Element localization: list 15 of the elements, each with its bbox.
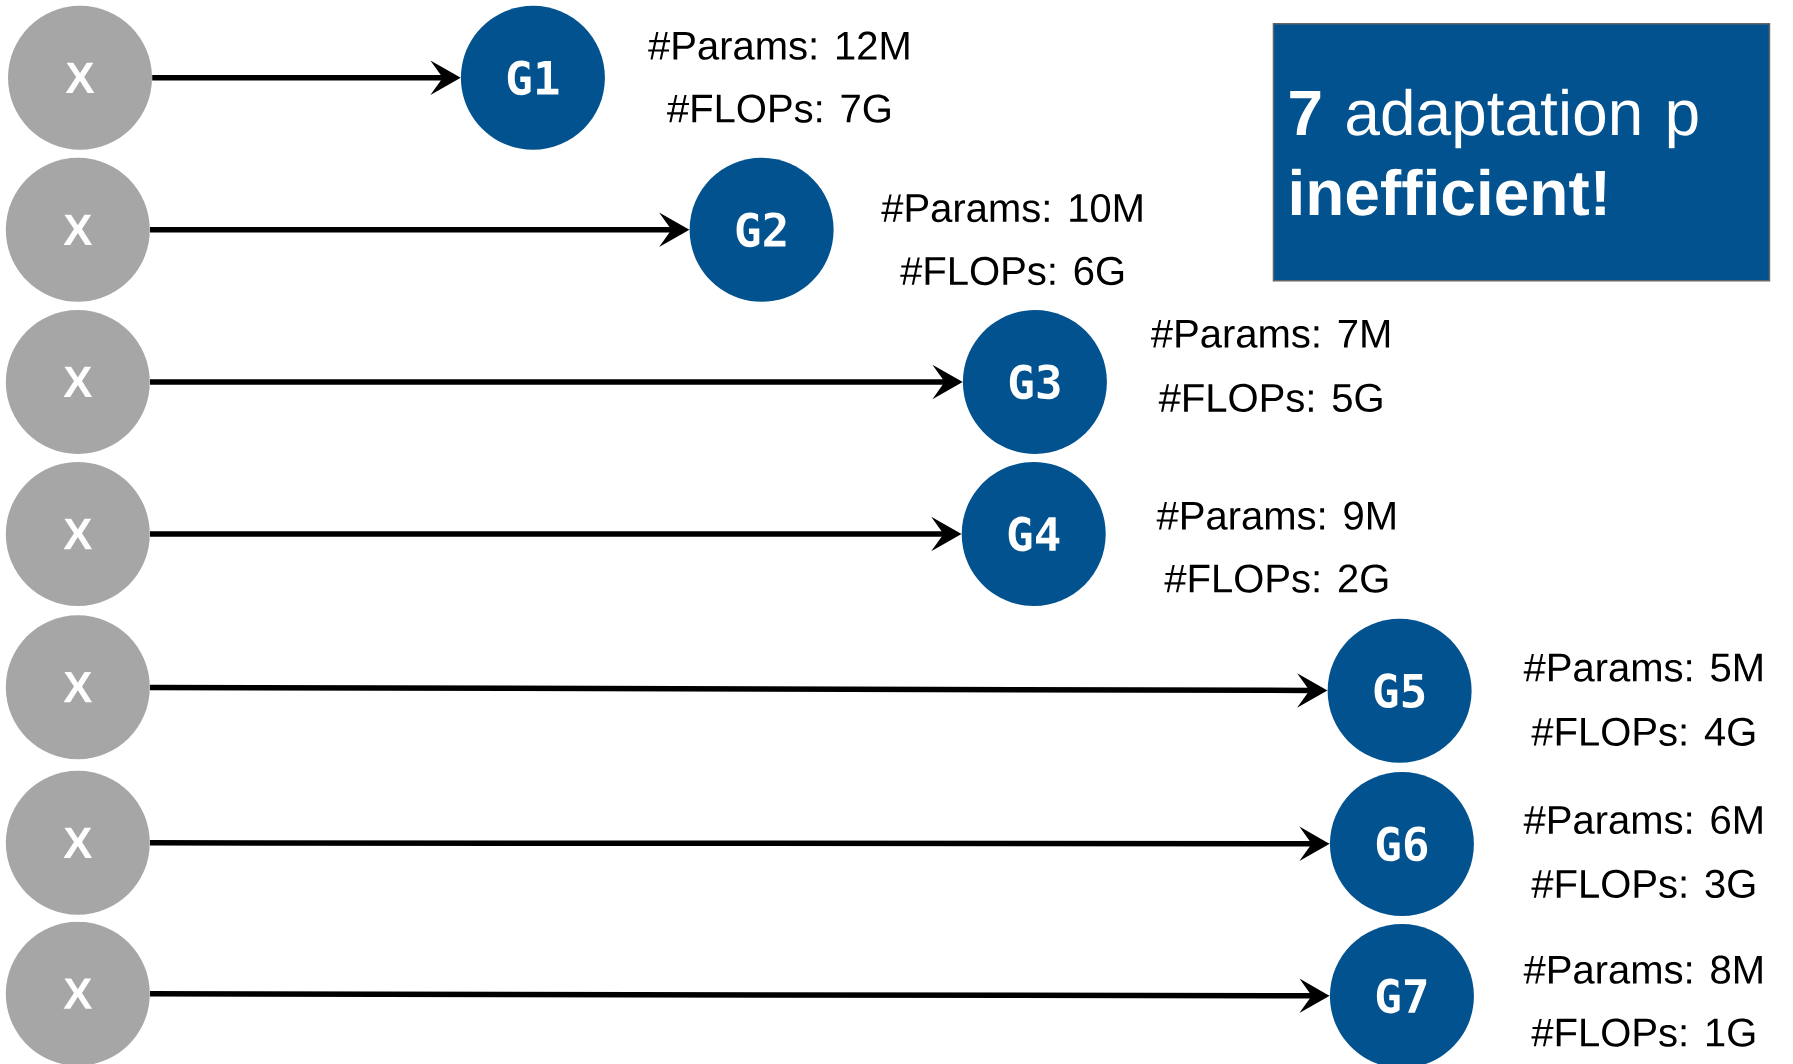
stats-text: #FLOPs: 6G xyxy=(900,256,1124,286)
stats-text: #Params: 7M xyxy=(1151,319,1390,348)
message-banner: 7 adaptation p inefficient! xyxy=(1272,22,1771,282)
stats-text: #FLOPs: 4G xyxy=(1531,717,1755,746)
stats-text: #Params: 5M xyxy=(1523,653,1762,682)
stats-text: #Params: 10M xyxy=(881,193,1142,223)
stats-text: #Params: 9M xyxy=(1156,501,1395,530)
stats-text: #FLOPs: 5G xyxy=(1158,383,1382,413)
stats-text: #FLOPs: 2G xyxy=(1164,564,1388,593)
stats-text: #Params: 12M xyxy=(648,31,909,60)
stats-text: #Params: 6M xyxy=(1523,805,1762,835)
stats-text: #Params: 8M xyxy=(1523,955,1762,984)
stats-text: #FLOPs: 1G xyxy=(1531,1018,1755,1047)
stats-text: #FLOPs: 7G xyxy=(667,94,890,123)
stats-text: #FLOPs: 3G xyxy=(1531,869,1755,899)
